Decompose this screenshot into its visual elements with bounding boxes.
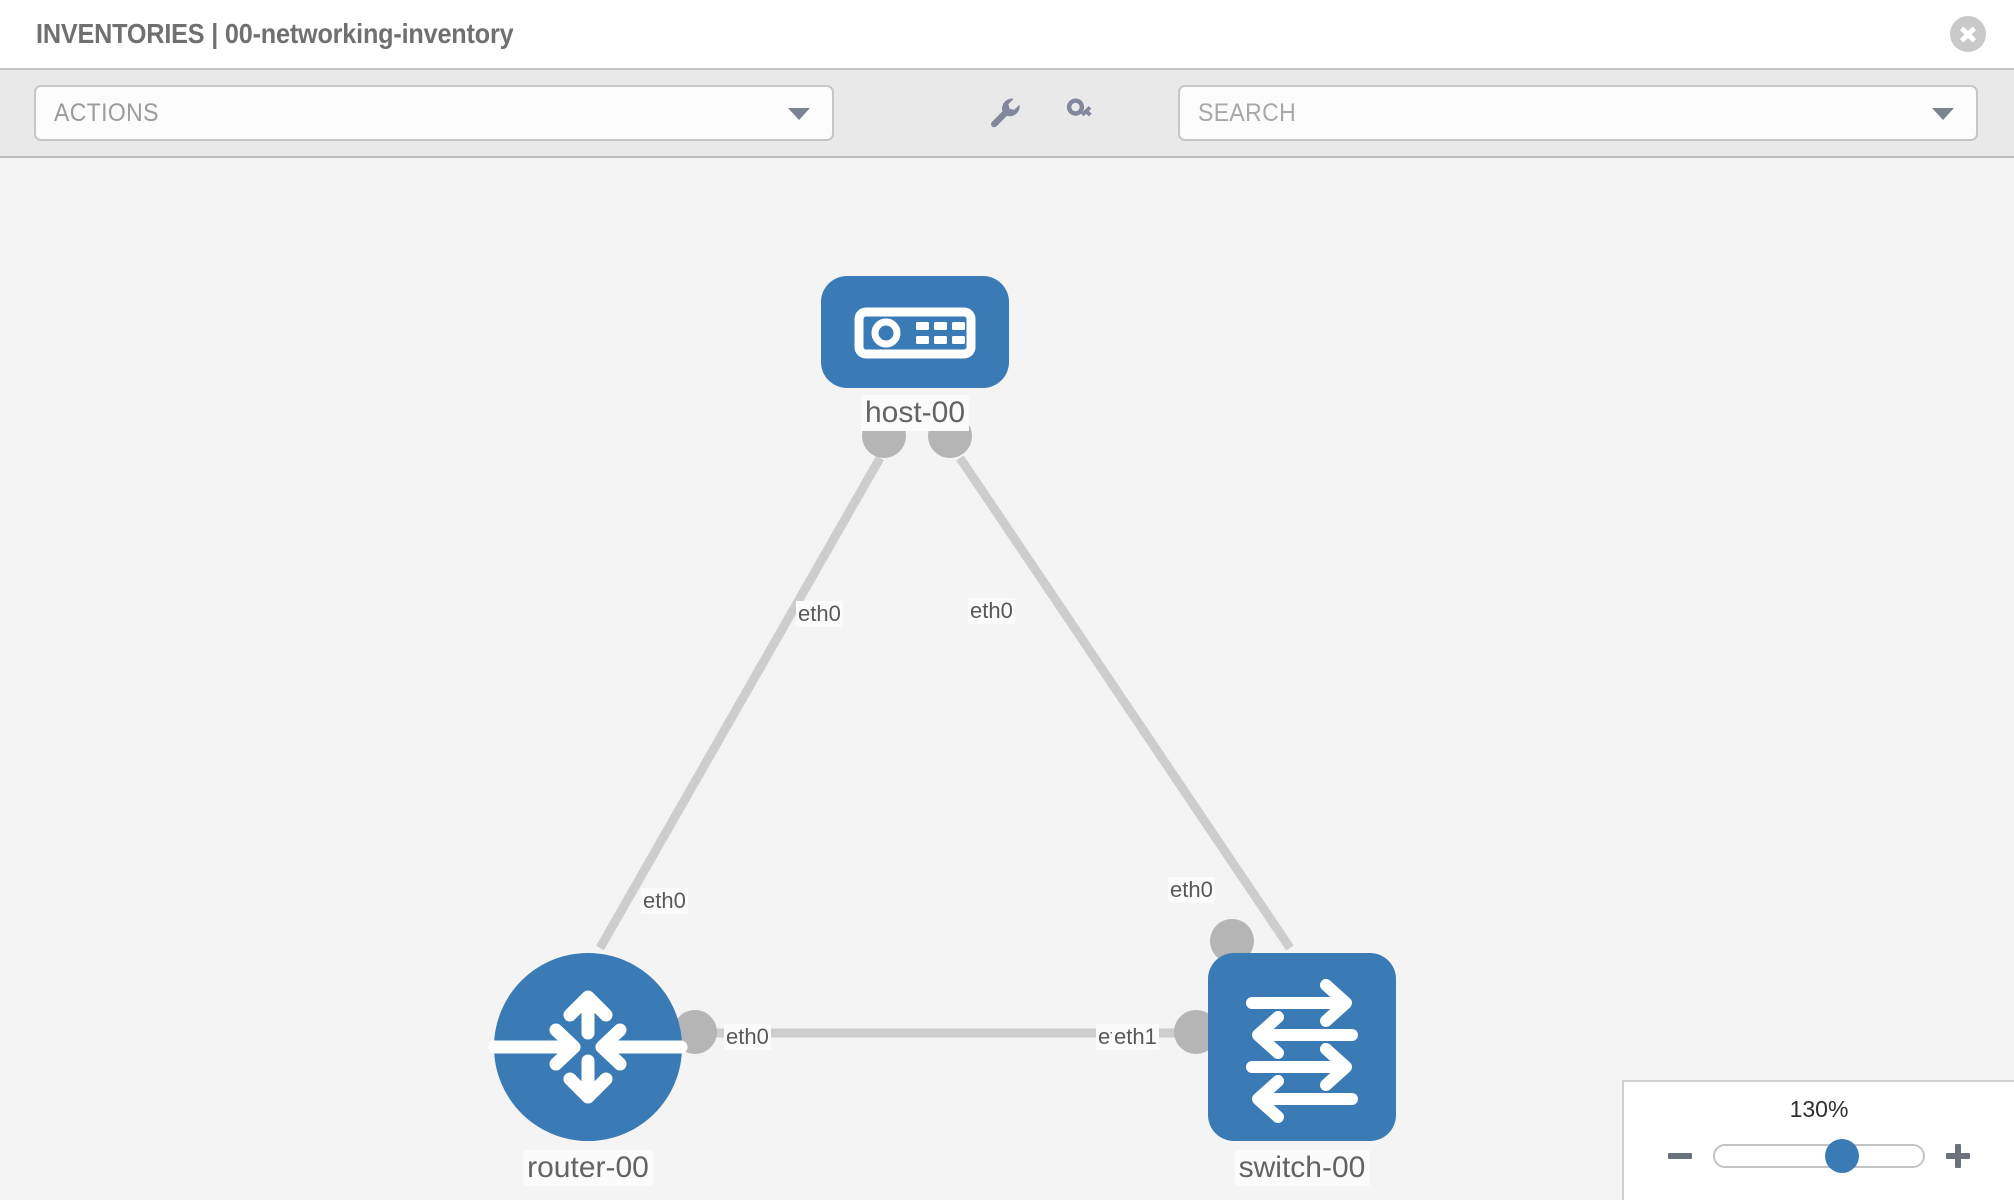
zoom-out-button[interactable] [1665,1141,1695,1171]
iface-router-up-label[interactable]: eth0 [641,888,688,914]
zoom-slider-thumb[interactable] [1824,1139,1859,1173]
toolbar: ACTIONS SEARCH [0,68,2014,158]
node-switch-00[interactable] [1208,953,1396,1141]
topology-graph [488,276,1396,1141]
endpoint-switch-eth1[interactable] [1174,1010,1218,1054]
search-input[interactable]: SEARCH [1178,85,1978,141]
node-label-host-00[interactable]: host-00 [860,395,970,431]
toolbar-icon-group [984,91,1102,135]
key-icon[interactable] [1058,91,1102,135]
actions-dropdown[interactable]: ACTIONS [34,85,834,141]
iface-switch-up-label[interactable]: eth0 [1168,877,1215,903]
topology-links [596,455,1294,1038]
link-host-router[interactable] [596,455,884,951]
link-host-switch[interactable] [956,455,1294,951]
chevron-down-icon [1932,108,1954,120]
page-title: INVENTORIES | 00-networking-inventory [36,18,514,49]
iface-host-left-label[interactable]: eth0 [796,601,843,627]
close-icon[interactable] [1950,16,1986,52]
actions-dropdown-label: ACTIONS [54,98,159,127]
topology-endpoints [673,414,1254,1054]
chevron-down-icon [788,108,810,120]
node-router-00[interactable] [488,953,688,1141]
node-label-router-00[interactable]: router-00 [523,1150,653,1186]
iface-router-right-label[interactable]: eth0 [724,1024,771,1050]
zoom-control-panel: 130% [1622,1080,2014,1200]
page-header: INVENTORIES | 00-networking-inventory [0,0,2014,68]
node-label-switch-00[interactable]: switch-00 [1234,1150,1370,1186]
zoom-slider-track[interactable] [1713,1139,1925,1173]
zoom-level-value: 130% [1789,1096,1849,1122]
endpoint-switch-eth0[interactable] [1210,919,1254,963]
wrench-icon[interactable] [984,91,1028,135]
zoom-slider-row [1624,1134,2014,1178]
iface-host-right-label[interactable]: eth0 [968,598,1015,624]
zoom-in-button[interactable] [1943,1141,1973,1171]
iface-switch-left-label[interactable]: eth1 [1112,1024,1159,1050]
search-input-value: SEARCH [1198,98,1297,127]
topology-canvas[interactable]: eth0 eth0 eth0 eth0 eth0 etl eth1 host-0… [0,158,2014,1200]
node-host-00[interactable] [821,276,1009,388]
